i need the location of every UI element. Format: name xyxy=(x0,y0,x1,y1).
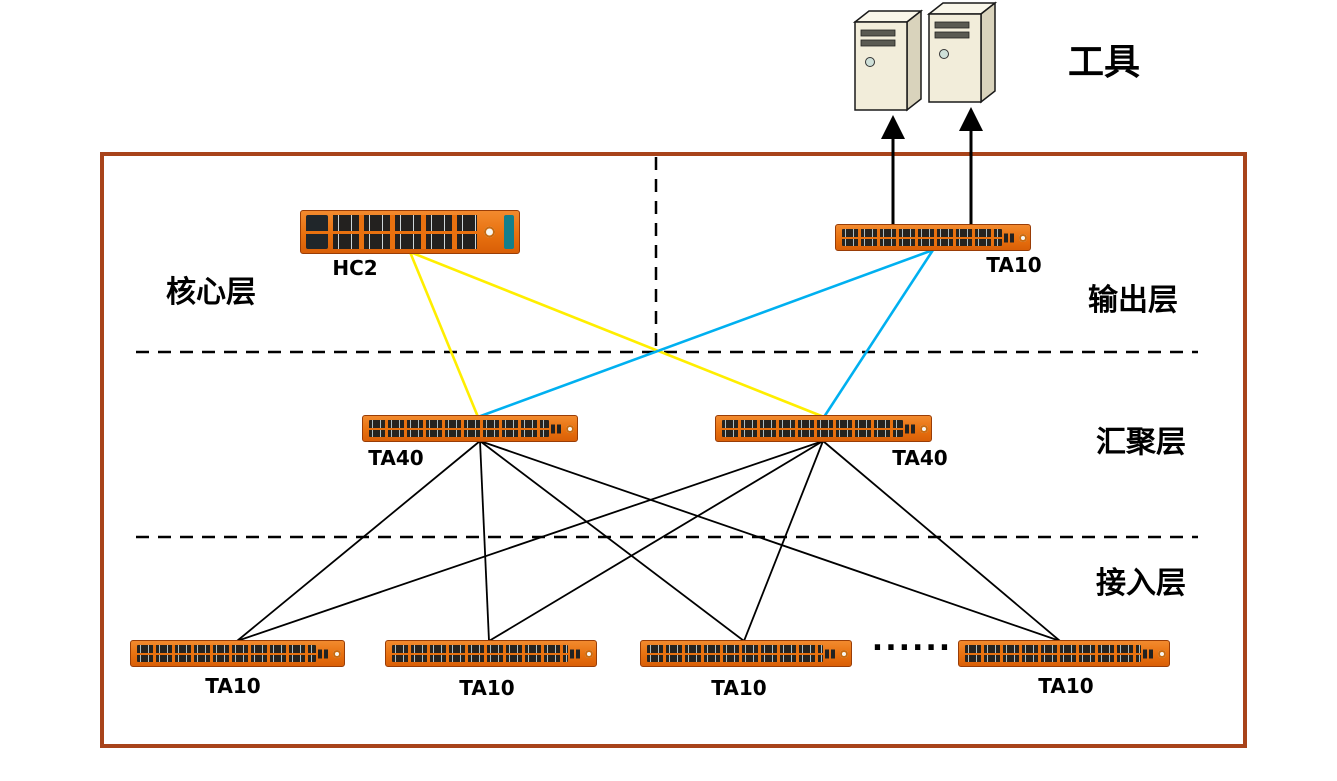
ta10-top-label: TA10 xyxy=(986,253,1042,277)
switch-logo-icon xyxy=(840,649,848,658)
link-ta40r-access3 xyxy=(743,440,824,642)
link-ta10top-ta40-right xyxy=(822,249,935,418)
layer-label-aggregation: 汇聚层 xyxy=(1096,425,1186,460)
ta10-access-switch-2 xyxy=(385,640,597,667)
switch-ports-icon xyxy=(647,645,823,662)
ta40-left-switch xyxy=(362,415,578,442)
layer-label-core: 核心层 xyxy=(166,275,256,310)
hc2-side-strip-icon xyxy=(504,215,514,249)
hc2-ports-icon xyxy=(333,215,477,249)
link-hc2-ta40-left xyxy=(408,251,480,418)
layer-label-output: 输出层 xyxy=(1088,283,1178,318)
ta10-access-switch-4 xyxy=(958,640,1170,667)
hc2-module-icon xyxy=(306,215,328,249)
switch-logo-icon xyxy=(1158,649,1166,658)
tools-label: 工具 xyxy=(1067,42,1140,83)
ta40-left-label: TA40 xyxy=(368,446,424,470)
link-hc2-ta40-right xyxy=(409,250,825,419)
switch-ports-icon xyxy=(965,645,1141,662)
server-tower-right xyxy=(926,1,998,104)
switch-logo-icon xyxy=(566,424,574,433)
switch-logo-icon xyxy=(1019,233,1027,242)
layer-label-access: 接入层 xyxy=(1096,566,1186,601)
ta10-access-4-label: TA10 xyxy=(1038,674,1094,698)
link-ta40l-access4 xyxy=(479,440,1061,642)
ta10-access-switch-1 xyxy=(130,640,345,667)
link-ta40l-access3 xyxy=(479,440,745,642)
hc2-logo-icon xyxy=(484,226,495,238)
ellipsis-more-switches: ...... xyxy=(871,623,953,658)
ta10-top-switch xyxy=(835,224,1031,251)
link-ta40l-access1 xyxy=(236,440,481,642)
ta10-access-3-label: TA10 xyxy=(711,676,767,700)
diagram-frame xyxy=(100,152,1247,748)
switch-ports-icon xyxy=(137,645,316,662)
switch-logo-icon xyxy=(920,424,928,433)
ta10-access-2-label: TA10 xyxy=(459,676,515,700)
link-ta40l-access2 xyxy=(479,440,490,642)
switch-ports-icon xyxy=(392,645,568,662)
link-ta40r-access2 xyxy=(488,440,824,642)
ta10-access-1-label: TA10 xyxy=(205,674,261,698)
hc2-chassis xyxy=(300,210,520,254)
ta10-access-switch-3 xyxy=(640,640,852,667)
switch-ports-icon xyxy=(369,420,549,437)
switch-ports-icon xyxy=(722,420,903,437)
link-ta40r-access4 xyxy=(822,440,1061,642)
server-tower-left xyxy=(852,9,924,112)
link-ta40r-access1 xyxy=(236,440,824,642)
switch-ports-icon xyxy=(842,229,1002,246)
switch-logo-icon xyxy=(333,649,341,658)
ta40-right-label: TA40 xyxy=(892,446,948,470)
link-ta10top-ta40-left xyxy=(477,248,934,419)
switch-logo-icon xyxy=(585,649,593,658)
hc2-label: HC2 xyxy=(332,256,378,280)
ta40-right-switch xyxy=(715,415,932,442)
